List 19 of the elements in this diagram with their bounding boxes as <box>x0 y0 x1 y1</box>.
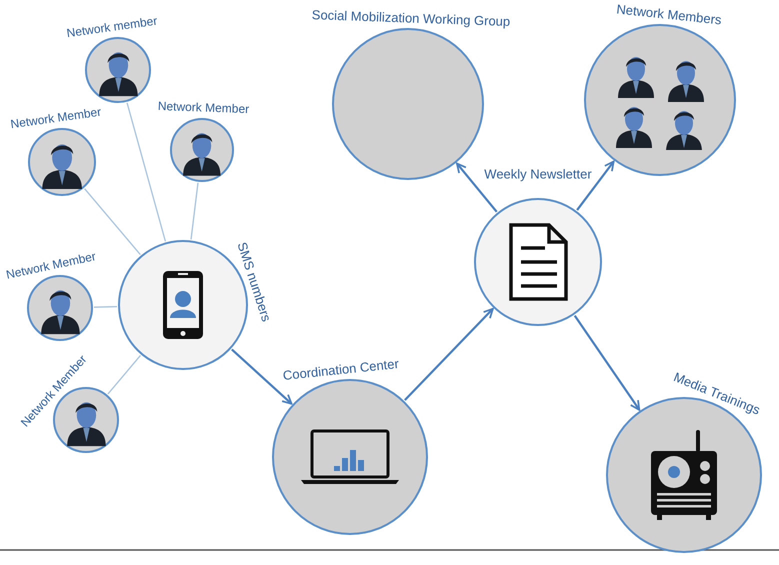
node-title: Network Member <box>158 98 250 118</box>
arrow <box>456 162 498 212</box>
node-title: Network Members <box>616 2 722 28</box>
connector-line <box>190 182 199 240</box>
arrow <box>576 160 615 211</box>
node-title: Weekly Newsletter <box>484 166 592 182</box>
arrow <box>574 315 640 411</box>
node-title: Social Mobilization Working Group <box>312 7 510 29</box>
connector-line <box>94 306 118 308</box>
node-title: Network member <box>66 14 158 42</box>
arrow <box>404 308 494 401</box>
connector-line <box>126 102 166 242</box>
connector-line <box>107 355 141 394</box>
arrow <box>231 348 292 405</box>
node-title: Coordination Center <box>282 356 400 384</box>
node-title: SMS numbers <box>234 240 274 324</box>
connector-line <box>84 188 141 256</box>
node-title: Network Member <box>4 249 98 283</box>
node-title: Network Member <box>10 104 102 132</box>
